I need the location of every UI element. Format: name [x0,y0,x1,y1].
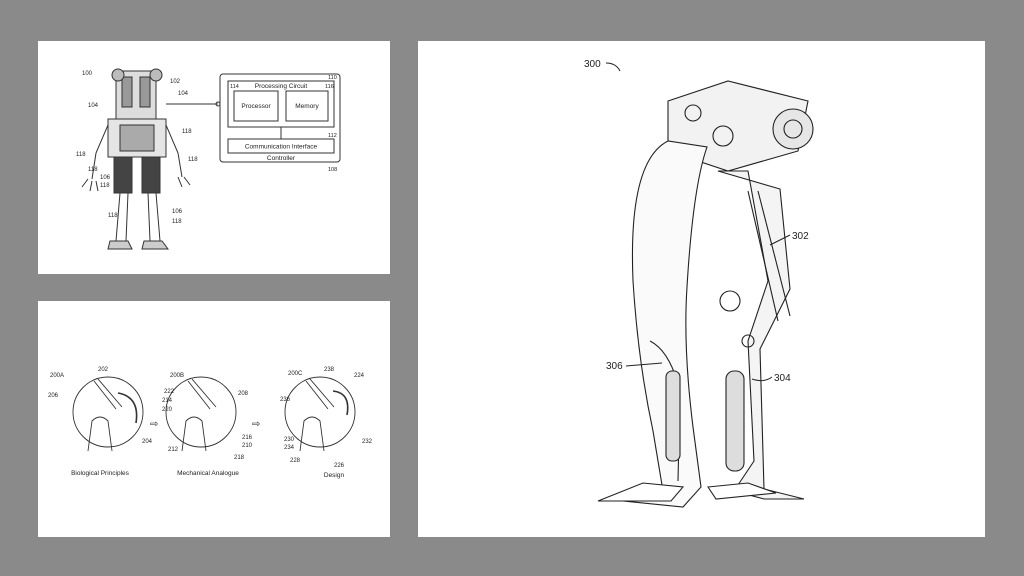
ref-230: 230 [284,437,295,443]
ref-306: 306 [606,361,623,372]
circle-biological [72,376,144,448]
ref-220: 220 [162,407,173,413]
robot-controller-svg: 100 102 104 104 118 118 118 118 106 118 … [76,68,341,250]
ref-210: 210 [242,443,253,449]
ref-104a: 104 [178,91,189,97]
ref-304-leader [751,376,773,382]
arrow-2: ⇨ [252,419,260,430]
memory-box [285,90,329,122]
ref-208: 208 [238,391,249,397]
ref-118g: 118 [172,219,182,225]
ref-226: 226 [334,463,345,469]
ref-102: 102 [170,79,181,85]
figure-robot-controller: 100 102 104 104 118 118 118 118 106 118 … [38,41,390,274]
ref-306-leader [625,362,663,367]
design-knee-drawing [299,378,335,452]
processor-box [233,90,279,122]
ref-234: 234 [284,445,295,451]
ref-238: 238 [324,367,335,373]
ref-300-arrow [605,62,621,72]
ref-200c: 200C [288,371,303,377]
caption-mechanical: Mechanical Analogue [177,470,239,477]
ref-302-leader [769,234,791,246]
controller-label: Controller [267,155,296,162]
ref-112: 112 [328,133,337,139]
ref-104b: 104 [88,103,99,109]
caption-design: Design [324,472,345,479]
ref-118b: 118 [76,152,86,158]
biological-knee-drawing [87,378,123,452]
ref-118c: 118 [188,157,198,163]
caption-biological: Biological Principles [71,470,130,477]
figure-leg-assembly: 300 302 306 304 [418,41,985,537]
ref-118e: 118 [100,183,110,189]
ref-216: 216 [242,435,253,441]
figure-knee-design: 200A 202 206 204 Biological Principles ⇨… [38,301,390,537]
ref-118d: 118 [88,167,98,173]
ref-232: 232 [362,439,373,445]
ref-118a: 118 [182,129,192,135]
design-arrow [332,390,349,416]
ref-202: 202 [98,367,109,373]
ref-236: 236 [280,397,291,403]
processor-label: Processor [241,103,271,110]
ref-300: 300 [584,59,601,70]
ref-108: 108 [328,167,337,173]
comm-interface-label: Communication Interface [245,144,318,151]
ref-114: 114 [230,84,239,90]
processing-circuit-label: Processing Circuit [255,83,308,90]
ref-222: 222 [164,389,175,395]
circle-design [284,376,356,448]
ref-218: 218 [234,455,245,461]
knee-design-svg: 200A 202 206 204 Biological Principles ⇨… [48,367,373,479]
arrow-1: ⇨ [150,419,158,430]
ref-302: 302 [792,231,809,242]
circle-mechanical [165,376,237,448]
controller-box [219,73,341,163]
ref-110: 110 [328,75,337,81]
comm-interface-box [227,138,335,154]
ref-200b: 200B [170,373,184,379]
ref-214: 214 [162,398,173,404]
humanoid-robot-drawing [81,68,191,250]
ref-212: 212 [168,447,179,453]
biological-arrow [117,392,138,424]
ref-304: 304 [774,373,791,384]
ref-118f: 118 [108,213,118,219]
memory-label: Memory [295,103,319,110]
ref-204: 204 [142,439,153,445]
ref-200a: 200A [50,373,64,379]
leg-assembly-svg: 300 302 306 304 [584,59,814,508]
ref-206: 206 [48,393,59,399]
ref-106a: 106 [100,175,111,181]
ref-228: 228 [290,458,301,464]
ref-116: 116 [325,84,334,90]
ref-106b: 106 [172,209,183,215]
ref-224: 224 [354,373,365,379]
leg-assembly-drawing [597,80,814,508]
ref-100: 100 [82,71,93,77]
mechanical-knee-drawing [181,378,217,452]
